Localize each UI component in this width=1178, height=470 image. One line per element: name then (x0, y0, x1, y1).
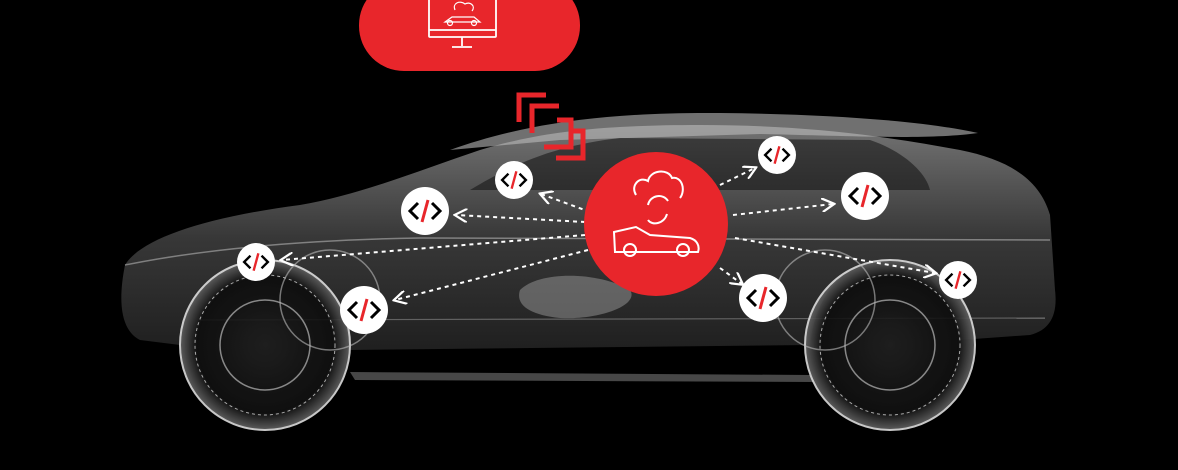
front-wheel (179, 249, 381, 431)
code-node-6 (841, 172, 889, 220)
chevron-stack-icon (516, 92, 586, 161)
code-brackets-icon (745, 286, 781, 310)
rear-wheel (774, 249, 976, 431)
code-node-4 (340, 286, 388, 334)
code-node-8 (739, 274, 787, 322)
code-brackets-icon (847, 184, 883, 208)
monitor-with-cloud-car-icon (428, 0, 497, 48)
code-node-1 (495, 161, 533, 199)
code-brackets-icon (242, 252, 270, 272)
code-brackets-icon (346, 298, 382, 322)
code-node-2 (401, 187, 449, 235)
cloud-sync-car-icon (612, 170, 700, 257)
data-flow-arrows (282, 168, 935, 300)
code-node-5 (758, 136, 796, 174)
cloud-sync-hub (584, 152, 728, 296)
cloud-monitor-pill (359, 0, 580, 71)
code-brackets-icon (407, 199, 443, 223)
code-brackets-icon (763, 145, 791, 165)
code-node-7 (939, 261, 977, 299)
code-node-3 (237, 243, 275, 281)
code-brackets-icon (944, 270, 972, 290)
code-brackets-icon (500, 170, 528, 190)
